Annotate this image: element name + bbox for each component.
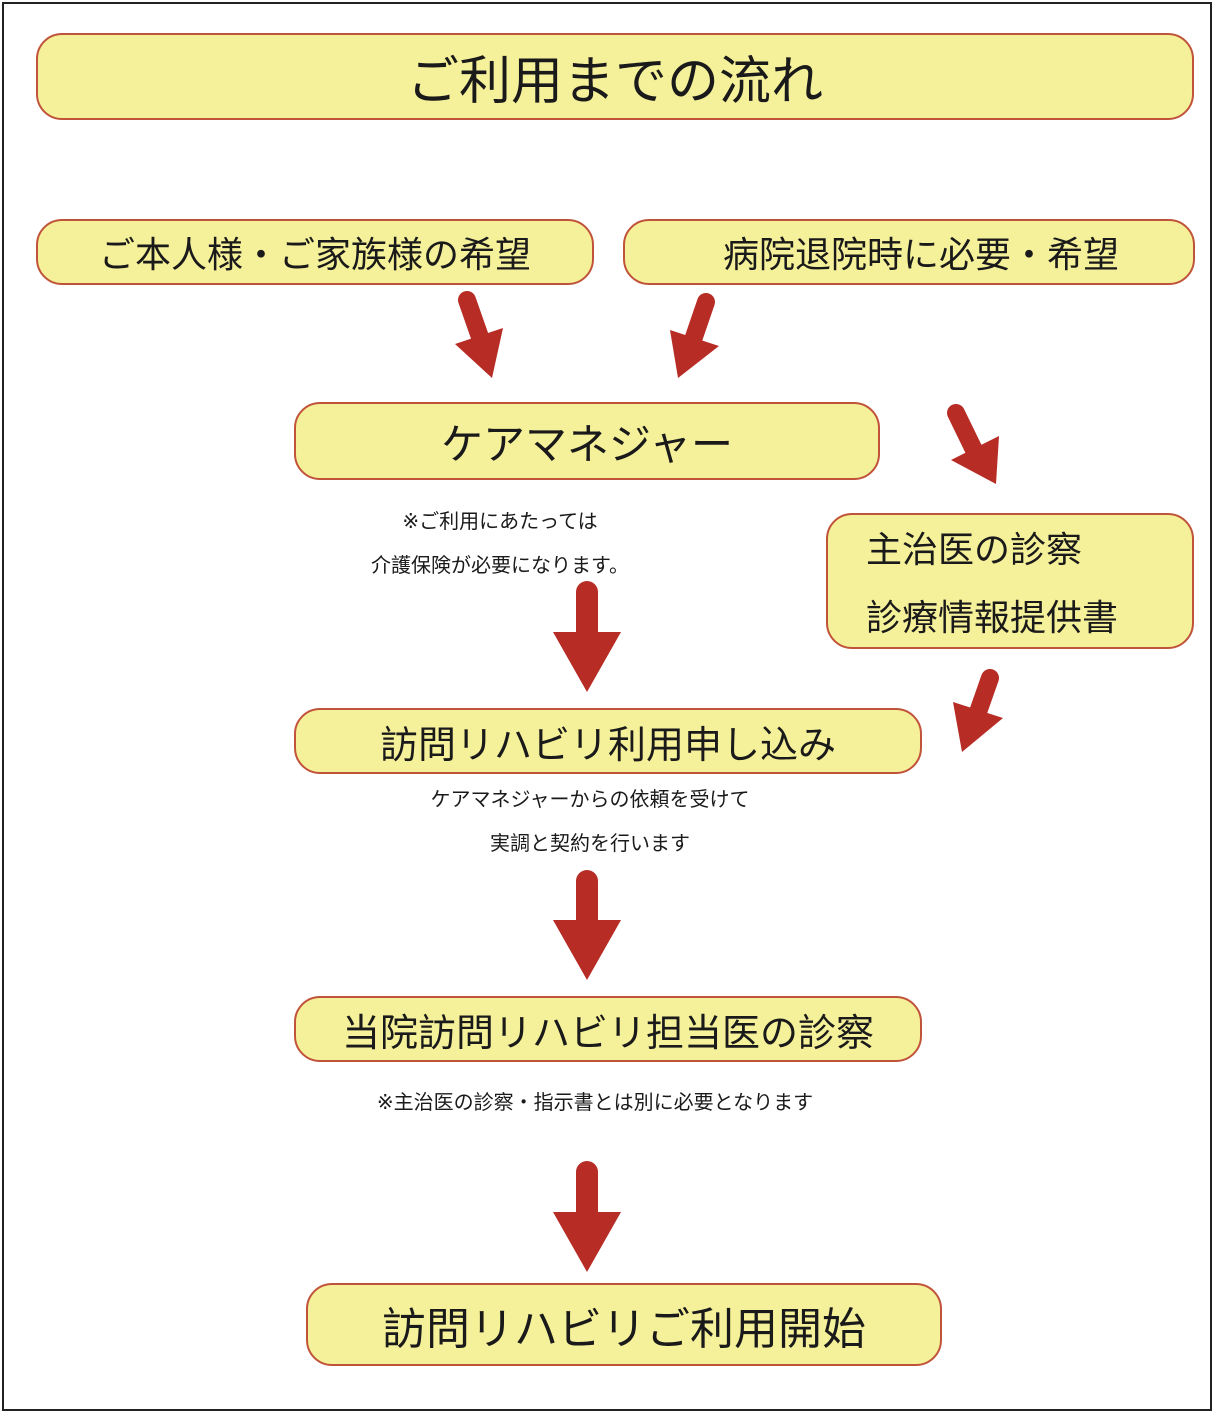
application-note-line-2: 実調と契約を行います <box>490 831 690 855</box>
attending-physician-line-2: 診療情報提供書 <box>866 598 1119 639</box>
care-manager-note: ※ご利用にあたっては 介護保険が必要になります。 <box>330 507 670 579</box>
care-manager-box: ケアマネジャー <box>294 402 880 480</box>
start-label: 訪問リハビリご利用開始 <box>382 1303 866 1355</box>
arrow-down-icon <box>553 581 621 692</box>
request-patient-label: ご本人様・ご家族様の希望 <box>98 235 531 276</box>
title-box: ご利用までの流れ <box>36 33 1194 120</box>
request-hospital-box: 病院退院時に必要・希望 <box>623 219 1195 285</box>
clinic-exam-note-line: ※主治医の診察・指示書とは別に必要となります <box>376 1090 814 1114</box>
application-box: 訪問リハビリ利用申し込み <box>294 708 922 774</box>
arrow-down-icon <box>553 1161 621 1272</box>
start-box: 訪問リハビリご利用開始 <box>306 1283 942 1366</box>
clinic-exam-label: 当院訪問リハビリ担当医の診察 <box>341 1010 874 1055</box>
care-manager-note-line-1: ※ご利用にあたっては <box>402 509 598 533</box>
arrow-down-left-icon <box>953 669 1003 752</box>
attending-physician-box: 主治医の診察 診療情報提供書 <box>826 513 1194 649</box>
title: ご利用までの流れ <box>406 52 823 112</box>
clinic-exam-note: ※主治医の診察・指示書とは別に必要となります <box>300 1088 890 1116</box>
clinic-exam-box: 当院訪問リハビリ担当医の診察 <box>294 996 922 1062</box>
care-manager-note-line-2: 介護保険が必要になります。 <box>371 553 629 577</box>
arrow-down-right-icon <box>947 404 999 484</box>
care-manager-label: ケアマネジャー <box>441 419 733 469</box>
arrow-down-left-icon <box>670 293 719 378</box>
request-hospital-label: 病院退院時に必要・希望 <box>722 235 1119 276</box>
application-note-line-1: ケアマネジャーからの依頼を受けて <box>430 787 750 811</box>
request-patient-box: ご本人様・ご家族様の希望 <box>36 219 594 285</box>
application-label: 訪問リハビリ利用申し込み <box>379 722 836 767</box>
arrow-down-right-icon <box>455 291 503 378</box>
arrow-down-icon <box>553 870 621 980</box>
application-note: ケアマネジャーからの依頼を受けて 実調と契約を行います <box>380 785 800 857</box>
attending-physician-line-1: 主治医の診察 <box>866 530 1083 571</box>
